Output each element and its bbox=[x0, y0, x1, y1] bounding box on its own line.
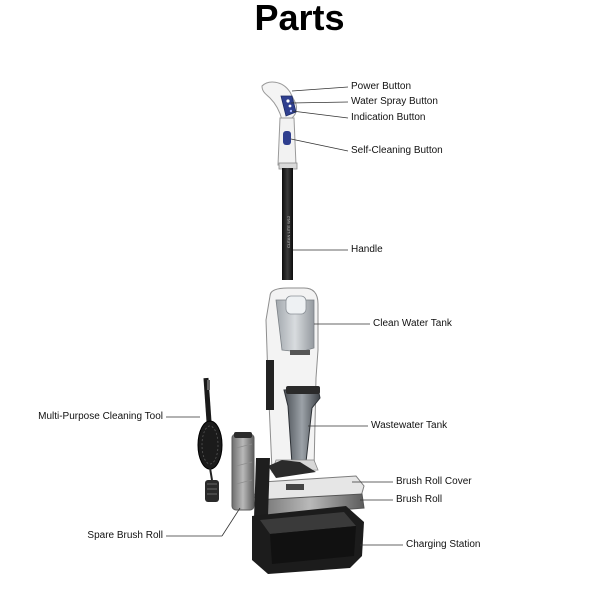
label-charging-station: Charging Station bbox=[406, 539, 481, 550]
water-spray-button-icon bbox=[288, 104, 292, 108]
charging-station bbox=[252, 458, 364, 574]
label-spare-brush-roll: Spare Brush Roll bbox=[87, 530, 163, 541]
leader-lines bbox=[166, 86, 403, 546]
cleaning-head bbox=[253, 460, 365, 517]
power-button-icon bbox=[286, 99, 290, 103]
label-brush-roll: Brush Roll bbox=[396, 494, 443, 505]
handle-pole bbox=[282, 168, 293, 280]
spare-brush-roll bbox=[231, 432, 255, 511]
multi-purpose-cleaning-tool bbox=[197, 377, 223, 502]
label-self-cleaning-button: Self-Cleaning Button bbox=[351, 145, 443, 156]
indication-icon bbox=[289, 109, 293, 113]
label-clean-water-tank: Clean Water Tank bbox=[373, 318, 452, 329]
label-wastewater-tank: Wastewater Tank bbox=[371, 420, 448, 431]
label-handle: Handle bbox=[351, 244, 383, 255]
handle-print: CLEAN LITE W12 bbox=[286, 215, 291, 248]
label-brush-roll-cover: Brush Roll Cover bbox=[396, 476, 472, 487]
main-body bbox=[265, 287, 321, 475]
label-power-button: Power Button bbox=[351, 81, 412, 92]
handle-grip bbox=[261, 81, 298, 170]
label-water-spray-button: Water Spray Button bbox=[351, 96, 438, 107]
page-title: Parts bbox=[254, 0, 345, 38]
self-cleaning-button-icon bbox=[283, 131, 291, 145]
label-indication-button: Indication Button bbox=[351, 112, 426, 123]
label-multi-purpose-cleaning-tool: Multi-Purpose Cleaning Tool bbox=[38, 411, 163, 422]
